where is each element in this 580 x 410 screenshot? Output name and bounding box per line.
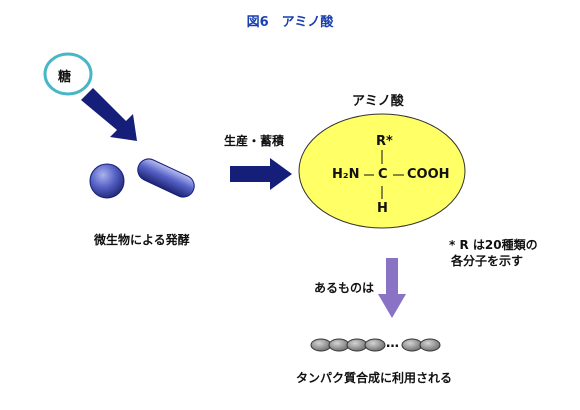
sugar-label: 糖	[58, 70, 72, 85]
chain-bead	[328, 338, 350, 352]
microbe-rod	[137, 158, 195, 198]
chain-bead	[364, 338, 386, 352]
hydrogen: H	[377, 201, 388, 216]
sugar-circle	[43, 52, 93, 96]
chain-bead	[419, 338, 441, 352]
note-line-2: 各分子を示す	[451, 254, 524, 268]
production-arrow	[230, 158, 292, 190]
r-group: R*	[376, 134, 393, 149]
production-label: 生産・蓄積	[224, 134, 285, 148]
microbe-sphere	[89, 163, 125, 199]
figure-title: 図6 アミノ酸	[246, 15, 334, 30]
amine-group: H₂N	[332, 167, 360, 182]
chain-ellipsis: …	[386, 336, 399, 351]
note-line-1: * R は20種類の	[449, 238, 538, 252]
amino-acid-heading: アミノ酸	[352, 94, 404, 109]
some-label: あるものは	[314, 281, 375, 295]
alpha-carbon: C	[378, 167, 388, 182]
down-arrow	[378, 258, 406, 318]
sugar-to-microbe-arrow	[81, 88, 137, 141]
protein-label: タンパク質合成に利用される	[296, 371, 453, 385]
chain-bead	[346, 338, 368, 352]
amino-acid-ellipse	[298, 113, 466, 229]
fermentation-label: 微生物による発酵	[94, 233, 190, 247]
carboxyl-group: COOH	[407, 167, 450, 182]
peptide-chain	[310, 338, 441, 352]
chain-bead	[401, 338, 423, 352]
chain-bead	[310, 338, 332, 352]
